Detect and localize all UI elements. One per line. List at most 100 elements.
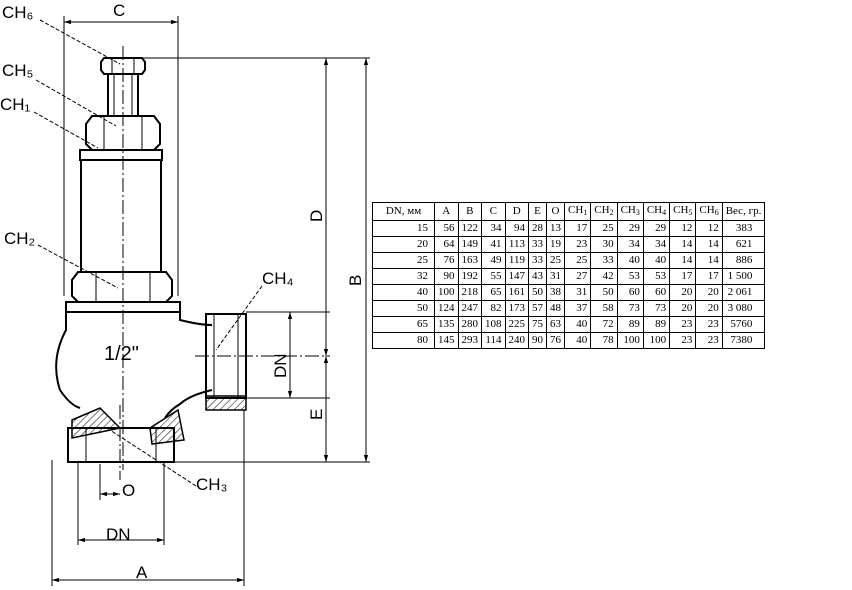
label-e: E [307, 409, 326, 420]
table-cell: 145 [434, 332, 459, 349]
table-cell: 42 [590, 268, 618, 285]
table-cell: 20 [669, 284, 697, 301]
table-cell: 19 [546, 236, 565, 253]
table-cell: 100 [642, 332, 671, 349]
table-cell: 147 [504, 268, 529, 285]
table-cell: 56 [434, 220, 459, 237]
table-cell: 3 080 [721, 300, 766, 317]
col-header: C [481, 202, 506, 221]
valve-drawing: CH₆ CH₅ CH₁ CH₂ CH₄ CH₃ 1/2" C A DN O D … [0, 1, 370, 586]
table-cell: 12 [669, 220, 697, 237]
table-cell: 38 [546, 284, 565, 301]
table-cell: 73 [642, 300, 671, 317]
table-cell: 383 [721, 220, 766, 237]
table-cell: 34 [481, 220, 506, 237]
col-header: DN, мм [372, 202, 435, 221]
table-cell: 78 [590, 332, 618, 349]
col-header: D [504, 202, 529, 221]
table-cell: 17 [695, 268, 723, 285]
table-cell: 31 [563, 284, 592, 301]
table-cell: 60 [616, 284, 644, 301]
table-cell: 25 [590, 220, 618, 237]
table-cell: 43 [528, 268, 547, 285]
table-cell: 50 [528, 284, 547, 301]
table-cell: 5760 [721, 316, 766, 333]
table-cell: 33 [528, 236, 547, 253]
table-cell: 14 [669, 252, 697, 269]
table-cell: 60 [642, 284, 671, 301]
dimensions-table: DN, мм A B C D E O CH1 CH2 CH3 CH4 CH5 C… [372, 202, 766, 349]
table-cell: 25 [546, 252, 565, 269]
label-b: B [346, 275, 365, 286]
table-cell: 40 [642, 252, 671, 269]
col-header: CH3 [616, 202, 644, 221]
table-cell: 7380 [721, 332, 766, 349]
table-cell: 40 [616, 252, 644, 269]
table-cell: 17 [563, 220, 592, 237]
table-cell: 14 [669, 236, 697, 253]
table-cell: 13 [546, 220, 565, 237]
table-cell: 33 [528, 252, 547, 269]
table-cell: 72 [590, 316, 618, 333]
table-cell: 23 [695, 316, 723, 333]
table-cell: 621 [721, 236, 766, 253]
table-cell: 65 [372, 316, 435, 333]
label-dn-bottom: DN [106, 525, 131, 544]
table-cell: 218 [457, 284, 482, 301]
table-cell: 65 [481, 284, 506, 301]
table-cell: 27 [563, 268, 592, 285]
table-cell: 2 061 [721, 284, 766, 301]
table-cell: 247 [457, 300, 482, 317]
col-header: Вес, гр. [721, 202, 766, 221]
table-cell: 113 [504, 236, 529, 253]
table-cell: 29 [616, 220, 644, 237]
col-header: CH6 [695, 202, 723, 221]
table-cell: 12 [695, 220, 723, 237]
valve-outline [55, 57, 247, 463]
table-cell: 293 [457, 332, 482, 349]
table-cell: 33 [590, 252, 618, 269]
table-cell: 20 [695, 300, 723, 317]
table-cell: 28 [528, 220, 547, 237]
label-ch4: CH₄ [262, 269, 294, 288]
table-cell: 29 [642, 220, 671, 237]
col-header: O [546, 202, 565, 221]
col-header: CH4 [642, 202, 671, 221]
table-cell: 50 [372, 300, 435, 317]
label-ch1: CH₁ [0, 95, 31, 114]
table-cell: 73 [616, 300, 644, 317]
table-cell: 48 [546, 300, 565, 317]
col-header: B [457, 202, 482, 221]
table-cell: 40 [563, 316, 592, 333]
col-header: E [528, 202, 547, 221]
table-cell: 90 [434, 268, 459, 285]
table-cell: 163 [457, 252, 482, 269]
table-cell: 76 [434, 252, 459, 269]
table-cell: 25 [372, 252, 435, 269]
table-cell: 149 [457, 236, 482, 253]
table-cell: 100 [434, 284, 459, 301]
table-cell: 32 [372, 268, 435, 285]
table-cell: 23 [669, 316, 697, 333]
label-a: A [136, 563, 148, 582]
table-cell: 31 [546, 268, 565, 285]
table-cell: 55 [481, 268, 506, 285]
label-d: D [307, 210, 326, 222]
table-header-row: DN, мм A B C D E O CH1 CH2 CH3 CH4 CH5 C… [372, 202, 766, 221]
table-cell: 1 500 [721, 268, 766, 285]
table-cell: 20 [695, 284, 723, 301]
table-cell: 90 [528, 332, 547, 349]
label-ch6: CH₆ [2, 3, 33, 22]
table-cell: 135 [434, 316, 459, 333]
table-cell: 23 [695, 332, 723, 349]
table-cell: 225 [504, 316, 529, 333]
table-cell: 37 [563, 300, 592, 317]
label-size: 1/2" [104, 343, 139, 365]
table-cell: 53 [616, 268, 644, 285]
table-cell: 63 [546, 316, 565, 333]
table-cell: 34 [616, 236, 644, 253]
table-cell: 15 [372, 220, 435, 237]
